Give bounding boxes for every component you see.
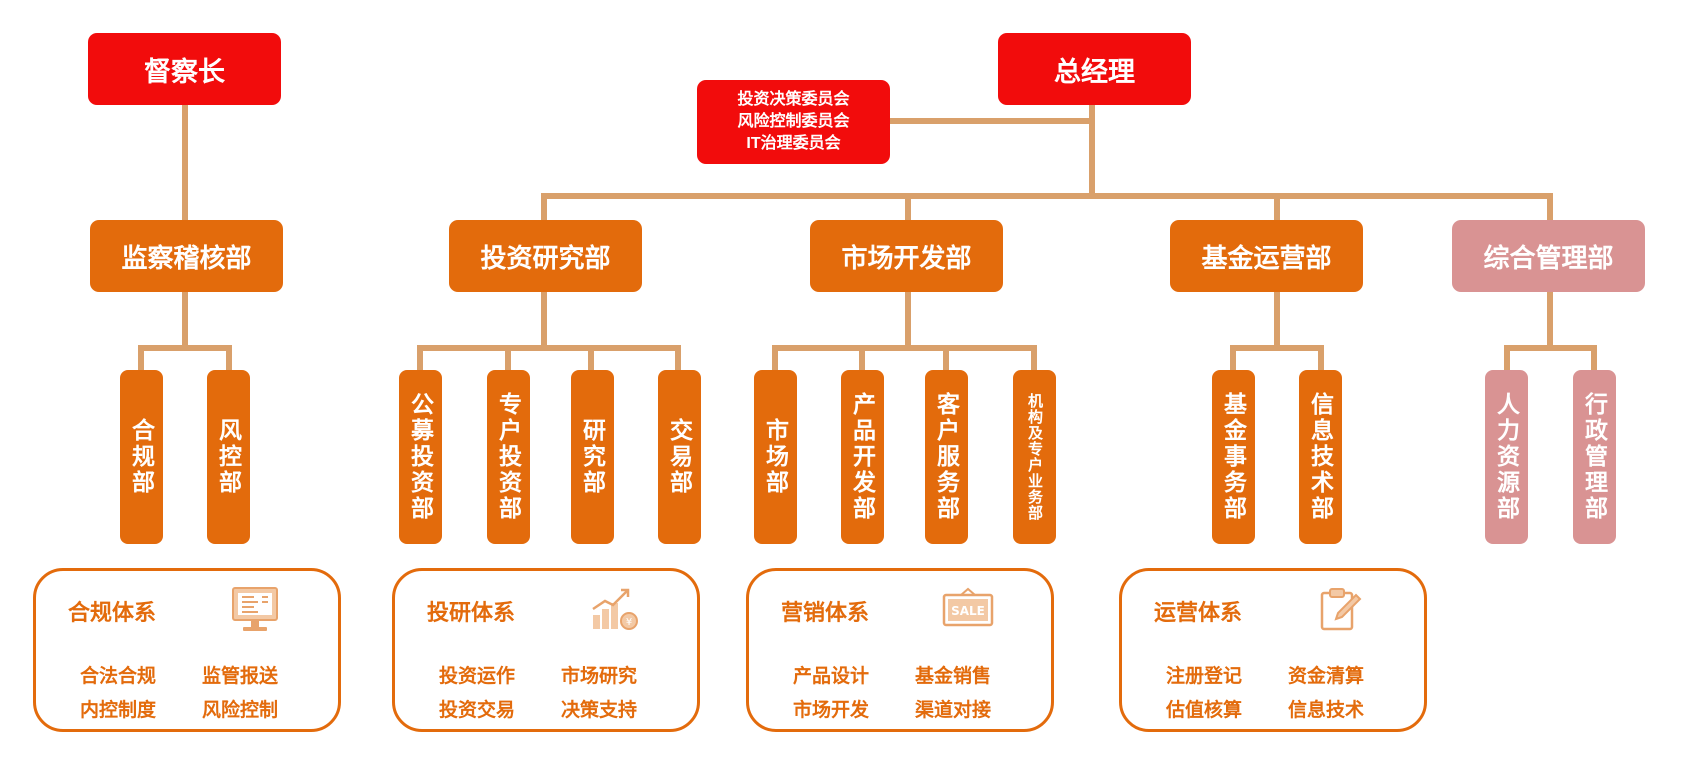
panel-item: 市场研究 xyxy=(560,666,637,687)
sale-tag-icon: SALE xyxy=(942,587,994,627)
panel-compliance-system: 合规体系 合法合规 监管报送 内控制度 风险控制 xyxy=(33,568,341,732)
panel-item: 合法合规 xyxy=(79,666,156,687)
subdept-human-resources: 人力资源部 xyxy=(1485,370,1528,544)
dept-market: 市场开发部 xyxy=(810,220,1003,292)
subdept-research: 研究部 xyxy=(571,370,614,544)
dept-invest: 投资研究部 xyxy=(449,220,642,292)
panel-title: 运营体系 xyxy=(1154,600,1243,625)
panel-item: 基金销售 xyxy=(914,666,991,687)
panel-item: 决策支持 xyxy=(560,700,637,721)
subdept-fund-affairs: 基金事务部 xyxy=(1212,370,1255,544)
committee-investment: 投资决策委员会 xyxy=(737,91,850,108)
subdept-administration: 行政管理部 xyxy=(1573,370,1616,544)
panel-title: 投研体系 xyxy=(427,600,516,625)
panel-operations-system: 运营体系 注册登记 资金清算 估值核算 信息技术 xyxy=(1119,568,1427,732)
panel-item: 投资运作 xyxy=(438,666,515,687)
panel-item: 产品设计 xyxy=(792,666,869,687)
panel-item: 资金清算 xyxy=(1287,666,1364,687)
subdept-compliance: 合规部 xyxy=(120,370,163,544)
general-manager-box: 总经理 xyxy=(998,33,1191,105)
subdept-public-investment: 公募投资部 xyxy=(399,370,442,544)
panel-title: 营销体系 xyxy=(781,600,870,625)
panel-item: 内控制度 xyxy=(79,700,156,721)
panel-item: 风险控制 xyxy=(201,700,278,721)
committee-risk: 风险控制委员会 xyxy=(737,113,850,130)
subdept-product-development: 产品开发部 xyxy=(841,370,884,544)
panel-item: 估值核算 xyxy=(1165,700,1242,721)
clipboard-edit-icon xyxy=(1320,588,1362,631)
supervisor-box: 督察长 xyxy=(88,33,281,105)
svg-text:SALE: SALE xyxy=(951,604,985,618)
monitor-icon xyxy=(232,587,278,631)
panel-title: 合规体系 xyxy=(68,600,157,625)
panel-investment-research-system: 投研体系 ¥ 投资运作 市场研究 投资交易 决策支持 xyxy=(392,568,700,732)
subdept-customer-service: 客户服务部 xyxy=(925,370,968,544)
subdept-special-account-investment: 专户投资部 xyxy=(487,370,530,544)
dept-fund: 基金运营部 xyxy=(1170,220,1363,292)
subdept-trading: 交易部 xyxy=(658,370,701,544)
panel-item: 投资交易 xyxy=(438,700,515,721)
panel-item: 市场开发 xyxy=(792,700,869,721)
subdept-institutional-business: 机构及专户业务部 xyxy=(1013,370,1056,544)
committees-box: 投资决策委员会 风险控制委员会 IT治理委员会 xyxy=(697,80,890,164)
dept-audit: 监察稽核部 xyxy=(90,220,283,292)
subdept-information-technology: 信息技术部 xyxy=(1299,370,1342,544)
panel-item: 注册登记 xyxy=(1165,666,1242,687)
subdept-marketing: 市场部 xyxy=(754,370,797,544)
svg-text:¥: ¥ xyxy=(626,617,632,628)
growth-chart-icon: ¥ xyxy=(592,588,638,630)
panel-item: 监管报送 xyxy=(201,666,278,687)
subdept-risk-control: 风控部 xyxy=(207,370,250,544)
committee-it: IT治理委员会 xyxy=(746,135,841,152)
dept-admin: 综合管理部 xyxy=(1452,220,1645,292)
panel-item: 渠道对接 xyxy=(914,700,991,721)
panel-item: 信息技术 xyxy=(1287,700,1364,721)
panel-marketing-system: 营销体系 SALE 产品设计 基金销售 市场开发 渠道对接 xyxy=(746,568,1054,732)
